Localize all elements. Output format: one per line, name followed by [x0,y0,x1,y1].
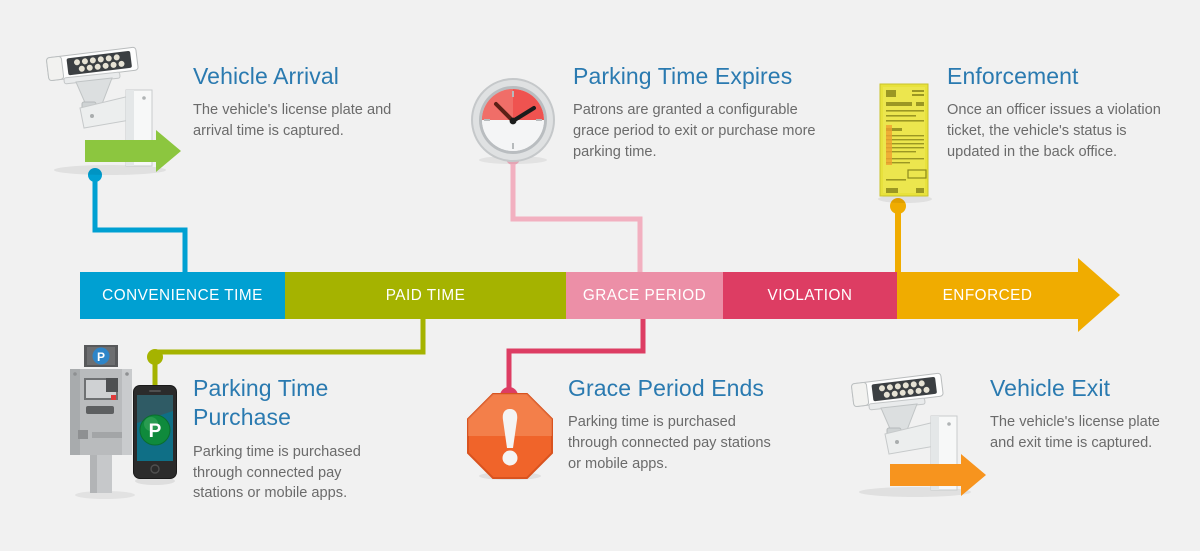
segment-enforced[interactable]: ENFORCED [897,272,1078,319]
segment-paid-time[interactable]: PAID TIME [285,272,566,319]
segment-label: ENFORCED [942,286,1033,304]
step-body: The vehicle's license plate and arrival … [193,102,392,140]
step-heading: Parking Time Expires [573,63,793,89]
step-heading: Parking Time Purchase [193,374,393,433]
segment-label: VIOLATION [767,286,853,304]
connector-enforcement [890,198,906,274]
svg-text:P: P [149,421,162,442]
step-enforcement: Enforcement Once an officer issues a vio… [947,62,1165,163]
step-body: Patrons are granted a configurable grace… [573,102,816,160]
step-heading: Grace Period Ends [568,375,765,401]
segment-label: GRACE PERIOD [582,286,707,304]
connector-parking-time-expires [506,151,643,274]
segment-label: CONVENIENCE TIME [102,286,263,304]
connector-vehicle-arrival [88,168,188,274]
pay-station-icon: P [66,345,144,500]
segment-grace-period[interactable]: GRACE PERIOD [566,272,723,319]
step-vehicle-arrival: Vehicle Arrival The vehicle's license pl… [193,62,398,142]
segment-violation[interactable]: VIOLATION [723,272,897,319]
segment-convenience-time[interactable]: CONVENIENCE TIME [80,272,285,319]
lpr-camera-icon [38,42,188,177]
mobile-phone-icon: P [131,385,179,485]
step-heading-line-2: Purchase [193,404,291,431]
warning-octagon-icon [466,392,554,480]
step-grace-period-ends: Grace Period Ends Parking time is purcha… [568,374,773,475]
timeline-arrowhead-icon [1078,258,1120,332]
clock-icon [468,78,560,166]
step-body: The vehicle's license plate and exit tim… [990,414,1160,452]
svg-text:P: P [97,350,105,364]
step-body: Parking time is purchased through connec… [568,414,771,472]
green-right-arrow-icon [85,130,181,172]
step-parking-time-expires: Parking Time Expires Patrons are granted… [573,62,823,163]
segment-label: PAID TIME [385,286,466,304]
step-vehicle-exit: Vehicle Exit The vehicle's license plate… [990,374,1170,454]
step-heading: Vehicle Arrival [193,63,339,89]
lpr-camera-icon [843,372,993,497]
violation-ticket-icon [872,82,938,204]
step-parking-time-purchase: Parking Time Purchase Parking time is pu… [193,374,393,504]
step-heading: Vehicle Exit [990,375,1111,401]
step-heading-line-1: Parking Time [193,375,329,401]
timeline-bar: CONVENIENCE TIME PAID TIME GRACE PERIOD … [80,258,1120,332]
step-body: Parking time is purchased through connec… [193,443,361,502]
step-body: Once an officer issues a violation ticke… [947,102,1161,160]
step-heading: Enforcement [947,63,1079,89]
orange-right-arrow-icon [890,454,986,496]
